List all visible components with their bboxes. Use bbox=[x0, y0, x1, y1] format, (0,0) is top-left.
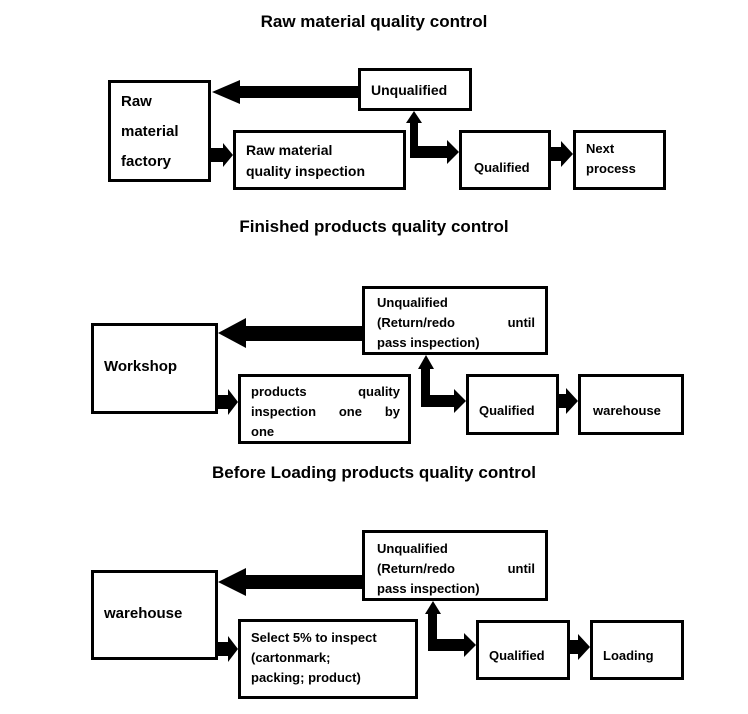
section-title: Before Loading products quality control bbox=[212, 463, 536, 482]
to-inspection-arrow bbox=[218, 636, 238, 662]
inspection-label: Select 5% to inspect bbox=[251, 630, 377, 645]
inspection-label: products quality bbox=[251, 384, 400, 399]
unqualified-label: Unqualified bbox=[377, 295, 448, 310]
inspection-label: Raw material bbox=[246, 142, 333, 158]
unqualified-label: Unqualified bbox=[377, 541, 448, 556]
branch-arrow bbox=[406, 111, 459, 164]
qualified-label: Qualified bbox=[489, 648, 545, 663]
inspection-label: packing; product) bbox=[251, 670, 361, 685]
source-box: Workshop bbox=[91, 323, 218, 414]
unqualified-box: Unqualified bbox=[358, 68, 472, 111]
source-label: warehouse bbox=[104, 605, 183, 622]
unqualified-label: pass inspection) bbox=[377, 581, 480, 596]
source-box: Raw material factory bbox=[108, 80, 211, 182]
source-label: factory bbox=[121, 153, 172, 170]
branch-arrow bbox=[418, 355, 466, 413]
unqualified-label: (Return/redo until bbox=[377, 315, 535, 330]
to-warehouse-arrow bbox=[559, 388, 578, 414]
qualified-label: Qualified bbox=[474, 160, 530, 175]
inspection-label: one bbox=[251, 424, 275, 439]
to-next-arrow bbox=[551, 141, 573, 167]
next-label: process bbox=[586, 161, 636, 176]
to-loading-arrow bbox=[570, 634, 590, 660]
qualified-box: Qualified bbox=[466, 374, 559, 435]
qualified-label: Qualified bbox=[479, 403, 535, 418]
source-label: material bbox=[121, 123, 179, 140]
inspection-box: products quality inspection one by one bbox=[238, 374, 411, 444]
return-arrow bbox=[212, 80, 358, 104]
section-title: Finished products quality control bbox=[239, 217, 509, 236]
warehouse-box: warehouse bbox=[578, 374, 684, 435]
source-box: warehouse bbox=[91, 570, 218, 660]
to-inspection-arrow bbox=[211, 143, 233, 167]
return-arrow bbox=[218, 568, 362, 596]
unqualified-box: Unqualified (Return/redo until pass insp… bbox=[362, 530, 548, 601]
inspection-label: quality inspection bbox=[246, 163, 366, 179]
source-label: Workshop bbox=[104, 358, 178, 375]
loading-box: Loading bbox=[590, 620, 684, 680]
section-title: Raw material quality control bbox=[260, 12, 488, 31]
unqualified-label: Unqualified bbox=[371, 82, 448, 98]
to-inspection-arrow bbox=[218, 389, 238, 415]
qualified-box: Qualified bbox=[476, 620, 570, 680]
next-label: warehouse bbox=[593, 403, 661, 418]
source-label: Raw bbox=[121, 93, 152, 110]
unqualified-box: Unqualified (Return/redo until pass insp… bbox=[362, 286, 548, 355]
return-arrow bbox=[218, 318, 362, 348]
inspection-label: (cartonmark; bbox=[251, 650, 331, 665]
next-label: Next bbox=[586, 141, 615, 156]
unqualified-label: pass inspection) bbox=[377, 335, 480, 350]
inspection-label: inspection one by bbox=[251, 404, 400, 419]
unqualified-label: (Return/redo until bbox=[377, 561, 535, 576]
qualified-box: Qualified bbox=[459, 130, 551, 190]
inspection-box: Select 5% to inspect (cartonmark; packin… bbox=[238, 619, 418, 699]
branch-arrow bbox=[425, 601, 476, 657]
next-label: Loading bbox=[603, 648, 654, 663]
inspection-box: Raw material quality inspection bbox=[233, 130, 406, 190]
next-process-box: Next process bbox=[573, 130, 666, 190]
